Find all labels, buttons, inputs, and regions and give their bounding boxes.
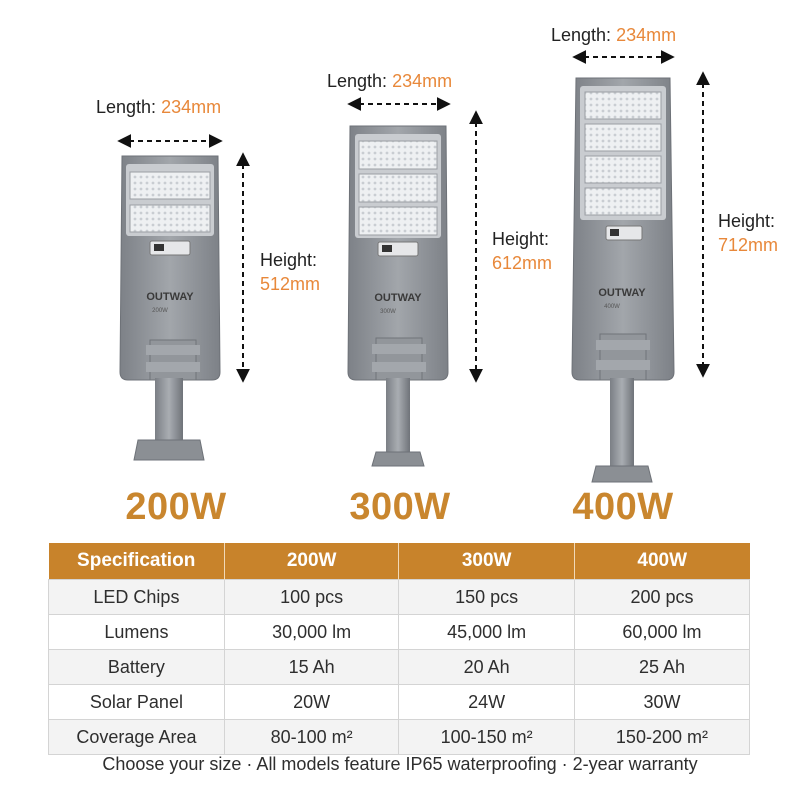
table-cell: 80-100 m²	[223, 719, 400, 755]
lamp-200w	[117, 134, 250, 461]
table-cell: Battery	[48, 649, 225, 685]
model-text-400w: 400W	[604, 304, 620, 310]
model-text-300w: 300W	[380, 309, 396, 315]
table-cell: 24W	[398, 684, 575, 720]
table-cell: 45,000 lm	[398, 614, 575, 650]
table-cell: Coverage Area	[48, 719, 225, 755]
header-300w: 300W	[398, 543, 575, 580]
height-label-400w: Height: 712mm	[718, 211, 779, 255]
table-cell: 100-150 m²	[398, 719, 575, 755]
header-400w: 400W	[574, 543, 750, 580]
table-cell: 20W	[223, 684, 400, 720]
table-cell: 200 pcs	[573, 579, 751, 615]
watt-label-200w: 200W	[125, 486, 227, 528]
length-label-200w: Length: 234mm	[96, 97, 222, 117]
lamp-300w	[347, 97, 483, 467]
model-text-200w: 200W	[152, 308, 168, 314]
table-row: Lumens 30,000 lm 45,000 lm 60,000 lm	[48, 614, 751, 650]
table-cell: 100 pcs	[223, 579, 400, 615]
table-cell: 150 pcs	[398, 579, 575, 615]
table-cell: 30,000 lm	[223, 614, 400, 650]
header-specification: Specification	[48, 543, 225, 580]
table-row: LED Chips 100 pcs 150 pcs 200 pcs	[48, 579, 751, 615]
watt-label-400w: 400W	[572, 486, 674, 528]
product-illustrations: OUTWAY 200W OUTWAY 300W OUT	[117, 50, 710, 483]
header-200w: 200W	[224, 543, 400, 580]
footer-note: Choose your size · All models feature IP…	[102, 754, 698, 774]
table-cell: 20 Ah	[398, 649, 575, 685]
table-cell: 30W	[573, 684, 751, 720]
table-cell: Lumens	[48, 614, 225, 650]
table-cell: 60,000 lm	[573, 614, 751, 650]
spec-table: Specification 200W 300W 400W LED Chips 1…	[48, 543, 751, 755]
table-cell: 15 Ah	[223, 649, 400, 685]
length-label-400w: Length: 234mm	[551, 25, 677, 45]
brand-400w: OUTWAY	[598, 287, 646, 299]
table-row: Battery 15 Ah 20 Ah 25 Ah	[48, 649, 751, 685]
brand-200w: OUTWAY	[146, 291, 194, 303]
table-cell: 25 Ah	[573, 649, 751, 685]
brand-300w: OUTWAY	[374, 292, 422, 304]
table-row: Coverage Area 80-100 m² 100-150 m² 150-2…	[48, 719, 751, 755]
watt-label-300w: 300W	[349, 486, 451, 528]
table-cell: LED Chips	[48, 579, 225, 615]
table-cell: Solar Panel	[48, 684, 225, 720]
height-label-300w: Height: 612mm	[492, 229, 553, 273]
height-label-200w: Height: 512mm	[260, 250, 321, 294]
spec-table-header: Specification 200W 300W 400W	[48, 543, 750, 580]
table-cell: 150-200 m²	[573, 719, 751, 755]
length-label-300w: Length: 234mm	[327, 71, 453, 91]
lamp-400w	[571, 50, 710, 483]
table-row: Solar Panel 20W 24W 30W	[48, 684, 751, 720]
